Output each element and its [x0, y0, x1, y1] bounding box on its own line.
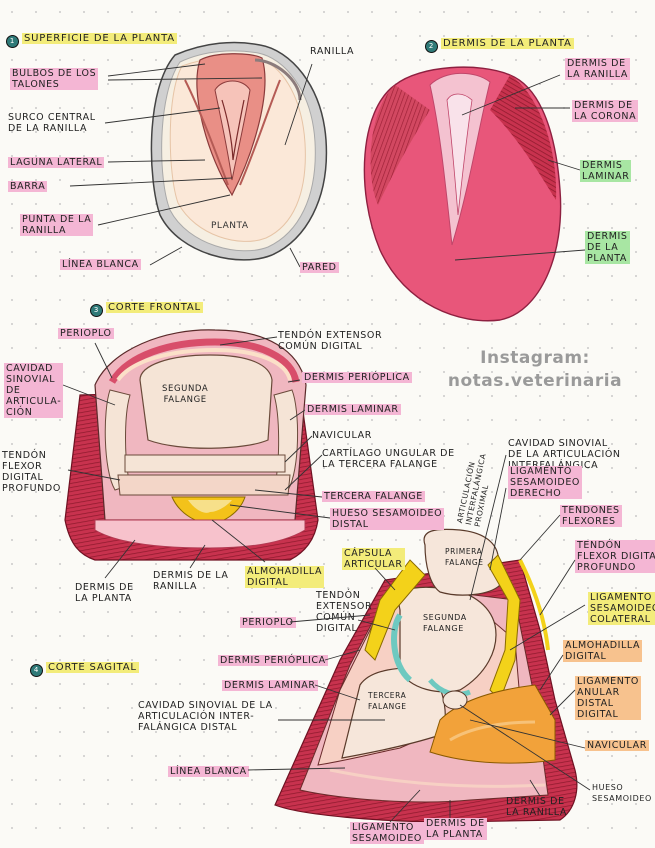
frontal-label-tercera: TERCERA FALANGE	[322, 491, 425, 502]
sagital-label-ligamento-ses: LIGAMENTO SESAMOIDEO	[350, 822, 425, 844]
label-ranilla: RANILLA	[310, 46, 355, 57]
label-barra: BARRA	[8, 181, 48, 192]
frontal-label-cavidad: CAVIDAD SINOVIAL DE ARTICULA- CIÓN	[4, 363, 64, 418]
sagital-label-tercera: TERCERA FALANGE	[368, 691, 407, 711]
sagital-label-dermis-planta: DERMIS DE LA PLANTA	[424, 818, 487, 840]
label-punta: PUNTA DE LA RANILLA	[20, 214, 94, 236]
sagital-label-perioplo: PERIOPLO	[240, 617, 296, 628]
label-dermis-ranilla: DERMIS DE LA RANILLA	[565, 58, 630, 80]
sagital-label-segunda: SEGUNDA FALANGE	[423, 613, 467, 633]
frontal-label-hueso-ses: HUESO SESAMOIDEO DISTAL	[330, 508, 445, 530]
planta-label: PLANTA	[211, 221, 249, 231]
sagital-label-tendon-extensor: TENDÓN EXTENSOR COMÚN DIGITAL	[316, 590, 373, 634]
hoof-sole-drawing: PLANTA	[150, 41, 328, 261]
sagital-label-ligamento-der: LIGAMENTO SESAMOIDEO DERECHO	[508, 466, 583, 499]
bullet-icon: 2	[425, 40, 438, 53]
frontal-label-dermis-perioplica: DERMIS PERIÓPLICA	[302, 372, 412, 383]
label-surco: SURCO CENTRAL DE LA RANILLA	[8, 112, 96, 134]
label-linea: LÍNEA BLANCA	[60, 259, 141, 270]
frontal-label-tendon-flexor: TENDÓN FLEXOR DIGITAL PROFUNDO	[2, 450, 61, 494]
sagital-label-tendones: TENDONES FLEXORES	[560, 505, 622, 527]
watermark: Instagram: notas.veterinaria	[445, 347, 625, 393]
sagital-label-dermis-ranilla: DERMIS DE LA RANILLA	[506, 796, 567, 818]
frontal-label-dermis-planta: DERMIS DE LA PLANTA	[75, 582, 134, 604]
sagital-label-almohadilla: ALMOHADILLA DIGITAL	[563, 640, 643, 662]
sagital-label-tendon-flexor: TENDÓN FLEXOR DIGITAL PROFUNDO	[575, 540, 655, 573]
frontal-label-cartilago: CARTÍLAGO UNGULAR DE LA TERCERA FALANGE	[322, 448, 455, 470]
bullet-icon: 3	[90, 304, 103, 317]
sagital-label-hueso-ses: HUESO SESAMOIDEO	[592, 783, 652, 803]
sagital-label-lig-anular: LIGAMENTO ANULAR DISTAL DIGITAL	[575, 676, 641, 720]
frontal-label-dermis-laminar: DERMIS LAMINAR	[305, 404, 401, 415]
watermark-line-2: notas.veterinaria	[447, 371, 623, 391]
leader-lines	[62, 63, 586, 579]
sagital-label-capsula: CÁPSULA ARTICULAR	[342, 548, 405, 570]
sagital-label-dermis-perioplica: DERMIS PERIÓPLICA	[218, 655, 328, 666]
frontal-label-perioplo: PERIOPLO	[58, 328, 114, 339]
label-laguna: LAGUNA LATERAL	[8, 157, 105, 168]
sagital-label-cavidad-distal: CAVIDAD SINOVIAL DE LA ARTICULACIÓN INTE…	[138, 700, 273, 733]
sagital-label-linea-blanca: LÍNEA BLANCA	[168, 766, 249, 777]
label-dermis-corona: DERMIS DE LA CORONA	[572, 100, 639, 122]
frontal-label-tendon-extensor: TENDÓN EXTENSOR COMÚN DIGITAL	[278, 330, 383, 352]
label-dermis-planta: DERMIS DE LA PLANTA	[585, 231, 630, 264]
sagittal-section-drawing	[274, 528, 578, 823]
frontal-section-drawing	[64, 329, 319, 561]
sagital-label-dermis-laminar: DERMIS LAMINAR	[222, 680, 318, 691]
dermis-sole-drawing	[363, 66, 562, 322]
bullet-icon: 4	[30, 664, 43, 677]
frontal-label-almohadilla: ALMOHADILLA DIGITAL	[245, 566, 325, 588]
label-dermis-laminar: DERMIS LAMINAR	[580, 160, 632, 182]
bullet-icon: 1	[6, 35, 19, 48]
frontal-label-navicular: NAVICULAR	[312, 430, 372, 441]
sagital-label-primera: PRIMERA FALANGE	[445, 547, 484, 567]
sagital-label-navicular: NAVICULAR	[585, 740, 649, 751]
label-bulbos: BULBOS DE LOS TALONES	[10, 68, 99, 90]
frontal-label-segunda: SEGUNDA FALANGE	[162, 384, 209, 405]
frontal-label-dermis-ranilla: DERMIS DE LA RANILLA	[153, 570, 229, 592]
sagital-label-lig-colateral: LIGAMENTO SESAMOIDEO COLATERAL	[588, 592, 655, 625]
label-pared: PARED	[300, 262, 339, 273]
watermark-line-1: Instagram:	[480, 348, 590, 368]
